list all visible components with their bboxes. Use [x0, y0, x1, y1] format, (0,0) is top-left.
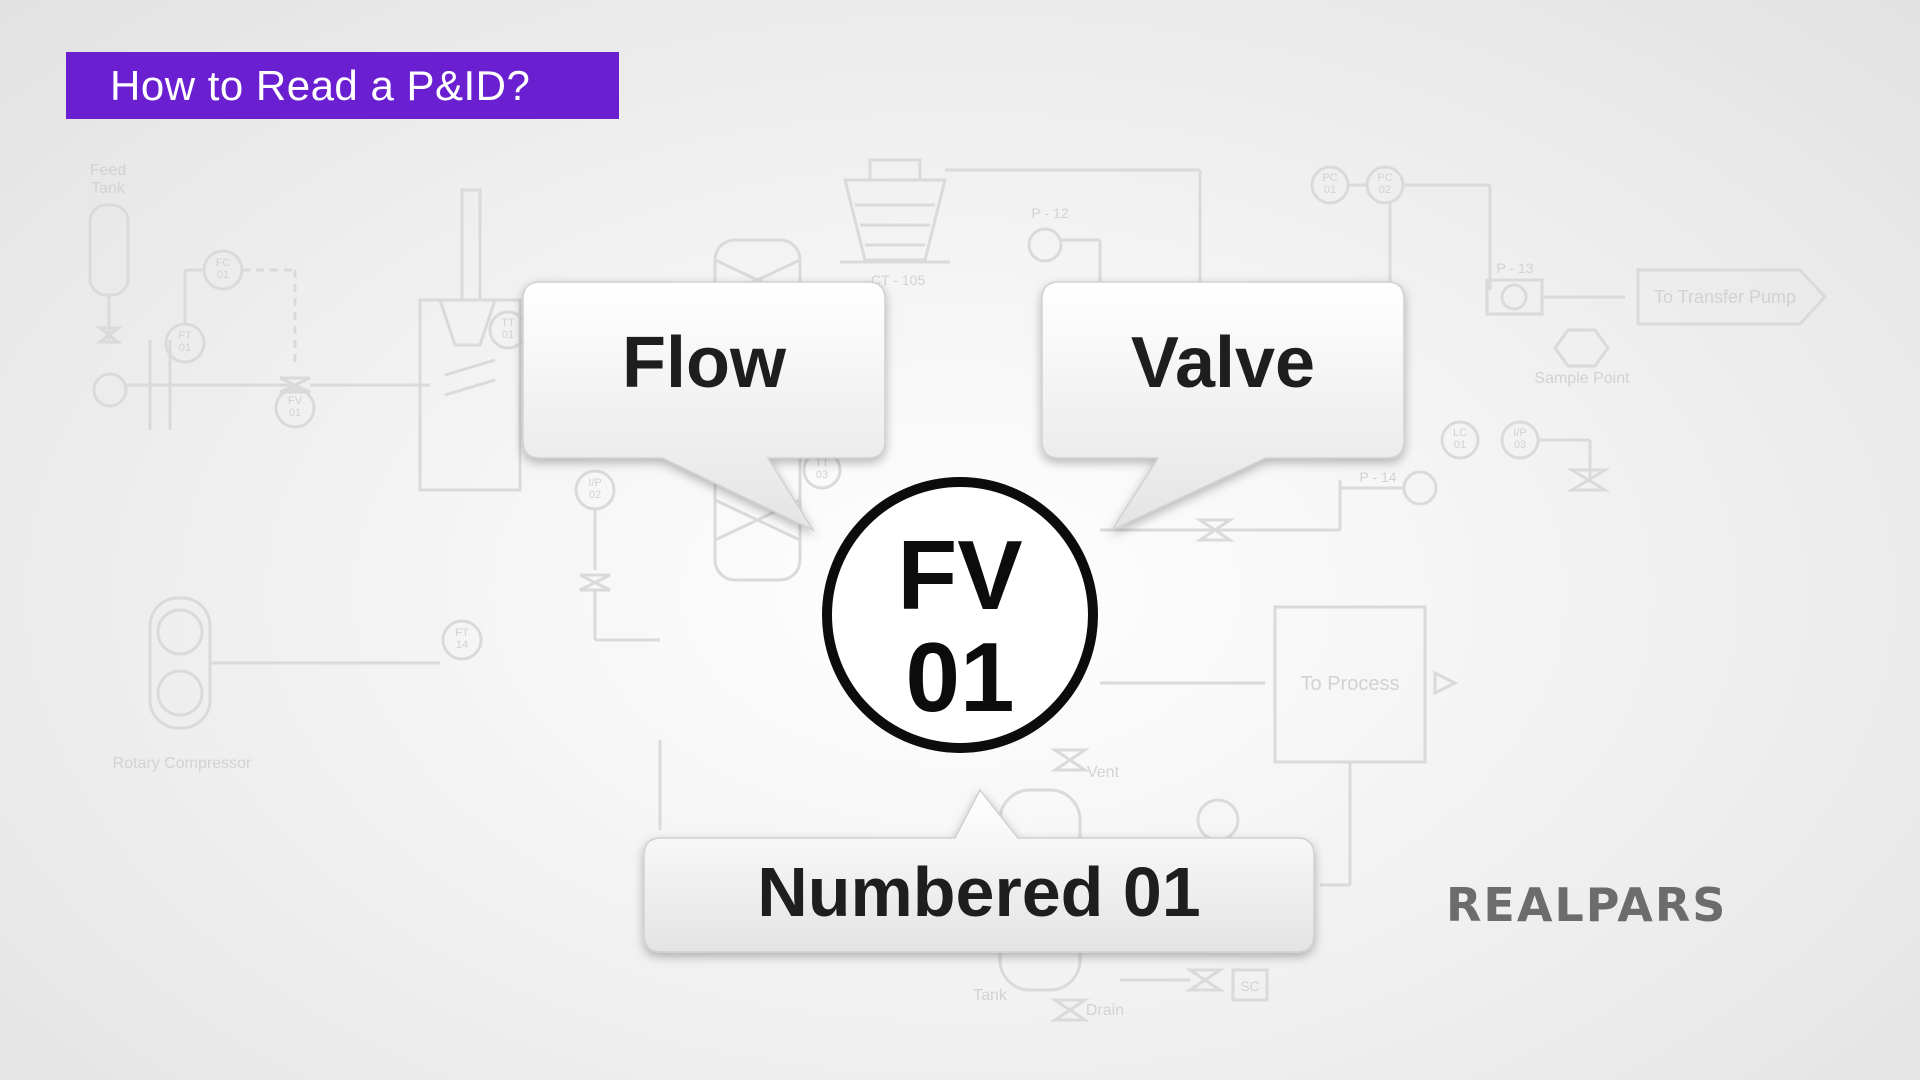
svg-text:I/P02: I/P02 — [588, 477, 601, 501]
svg-text:I/P03: I/P03 — [1513, 427, 1526, 451]
p-14-label: P - 14 — [1359, 469, 1396, 485]
number-callout-bubble — [643, 788, 1315, 953]
to-transfer-pump-arrow — [1636, 268, 1828, 326]
ft-01-bubble — [164, 322, 206, 364]
sample-point-label: Sample Point — [1534, 370, 1630, 387]
p-12-pump-symbol — [1027, 227, 1063, 263]
sc-box — [1231, 968, 1269, 1002]
number-callout-label: Numbered 01 — [757, 853, 1201, 931]
rotary-compressor-label: Rotary Compressor — [113, 755, 252, 772]
drain-label: Drain — [1086, 1002, 1124, 1019]
exchanger-shape — [418, 298, 522, 492]
ct-105-label: CT - 105 — [871, 272, 925, 288]
flow-callout-label: Flow — [622, 323, 786, 403]
tank-label: Tank — [973, 987, 1008, 1004]
p-13-label: P - 13 — [1496, 260, 1533, 276]
sample-point-symbol — [1553, 328, 1610, 368]
realpars-logo: REALPARS — [1446, 878, 1728, 932]
instrument-tag-letters: FV — [897, 520, 1023, 630]
slide-title: How to Read a P&ID? — [66, 52, 619, 119]
feed-pump-symbol — [92, 372, 128, 408]
flow-callout-bubble — [522, 281, 886, 532]
fv-01-bubble — [274, 387, 316, 429]
ft-14-bubble — [441, 619, 483, 661]
lc-01-bubble — [1440, 420, 1480, 460]
valve-callout-label: Valve — [1130, 323, 1316, 403]
instrument-tag-number: 01 — [905, 622, 1015, 732]
vent-label: Vent — [1087, 764, 1120, 781]
to-transfer-pump-label: To Transfer Pump — [1654, 287, 1796, 307]
p-12-label: P - 12 — [1031, 205, 1068, 221]
sc-label: SC — [1240, 978, 1259, 994]
instrument-tag-bubble: FV 01 — [822, 477, 1098, 753]
to-process-label: To Process — [1301, 673, 1400, 695]
feed-valve-symbol — [95, 326, 123, 344]
valve-callout-bubble — [1041, 281, 1405, 532]
